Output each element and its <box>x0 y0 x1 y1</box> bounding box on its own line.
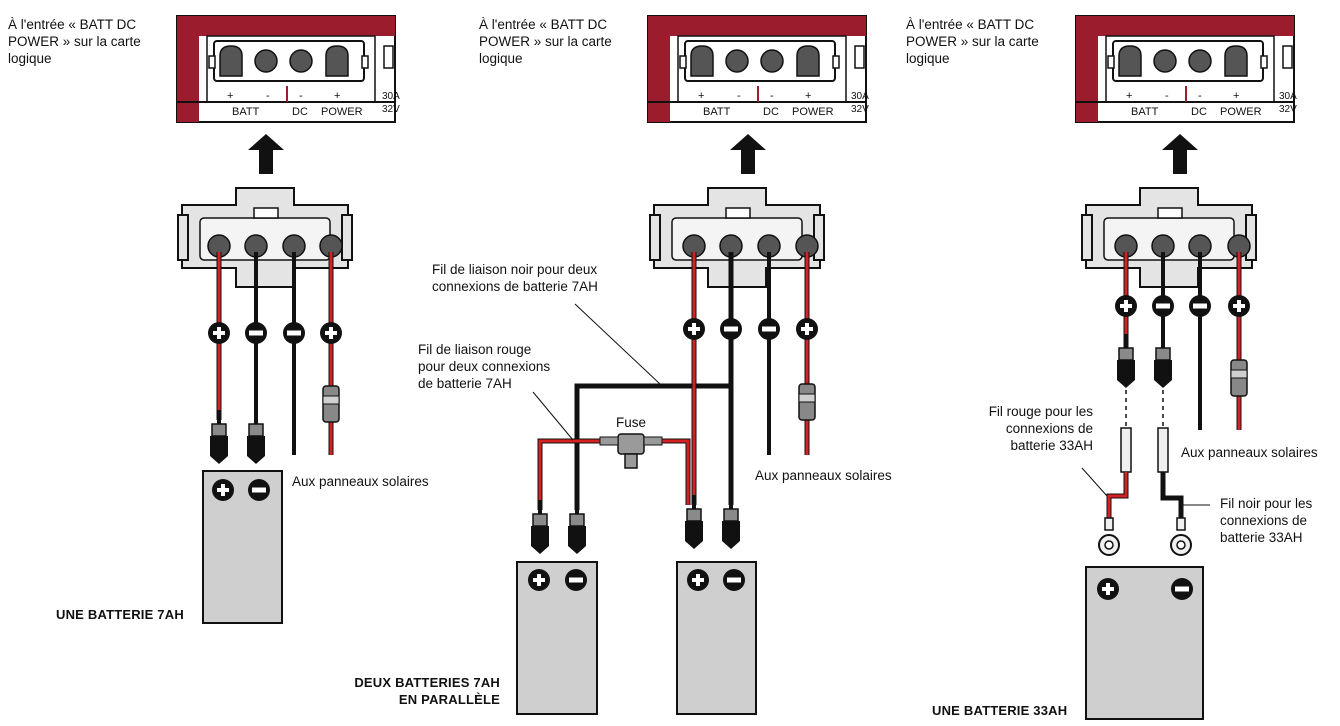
spade-terminal <box>567 499 587 555</box>
board-caption: À l'entrée « BATT DC POWER » sur la cart… <box>8 17 141 66</box>
solar-panels-label: Aux panneaux solaires <box>755 468 892 483</box>
plus-icon <box>683 318 705 340</box>
rating-volts: 32V <box>1279 104 1297 115</box>
panel-one-battery <box>176 15 396 624</box>
plus-icon <box>796 318 818 340</box>
minus-icon <box>758 318 780 340</box>
fuse <box>599 433 663 469</box>
spade-terminal <box>1116 333 1136 389</box>
minus-icon <box>283 322 305 344</box>
power-plus: + <box>1233 90 1239 102</box>
minus-icon <box>1189 295 1211 317</box>
power-label: POWER <box>792 106 834 118</box>
minus-icon <box>720 318 742 340</box>
rating-amps: 30A <box>851 91 869 102</box>
board-labels-3: + - - + BATT DC POWER 30A 32V <box>1126 90 1297 118</box>
plus-icon <box>320 322 342 344</box>
inline-fuse <box>322 385 340 423</box>
plus-icon <box>1115 295 1137 317</box>
rating-amps: 30A <box>1279 91 1297 102</box>
plus-icon <box>208 322 230 344</box>
panel-title: DEUX BATTERIES 7AH EN PARALLÈLE <box>354 675 500 707</box>
panel-two-batteries <box>516 15 867 715</box>
power-plus: + <box>334 90 340 102</box>
minus-icon <box>723 569 745 591</box>
panel-title: UNE BATTERIE 33AH <box>932 703 1068 718</box>
dc-label: DC <box>763 106 779 118</box>
dc-label: DC <box>292 106 308 118</box>
batt-plus: + <box>1126 90 1132 102</box>
panel-one-33ah-battery <box>1075 15 1295 720</box>
spade-terminal <box>246 409 266 465</box>
plus-icon <box>528 569 550 591</box>
spade-terminal <box>1153 333 1173 389</box>
red-wire-label: Fil rouge pour les connexions de batteri… <box>988 404 1093 453</box>
batt-label: BATT <box>703 106 731 118</box>
dc-minus: - <box>299 90 303 102</box>
batt-minus: - <box>266 90 270 102</box>
board-labels-2: + - - + BATT DC POWER 30A 32V <box>698 90 869 118</box>
power-plus: + <box>805 90 811 102</box>
spade-terminal <box>721 494 741 550</box>
power-label: POWER <box>321 106 363 118</box>
power-label: POWER <box>1220 106 1262 118</box>
black-link-wire-label: Fil de liaison noir pour deux connexions… <box>432 262 598 294</box>
rating-volts: 32V <box>851 104 869 115</box>
panel-title: UNE BATTERIE 7AH <box>56 607 184 622</box>
board-caption: À l'entrée « BATT DC POWER » sur la cart… <box>479 17 612 66</box>
minus-icon <box>565 569 587 591</box>
plus-icon <box>1228 295 1250 317</box>
black-wire-label: Fil noir pour les connexions de batterie… <box>1220 496 1313 545</box>
dc-minus: - <box>1198 90 1202 102</box>
minus-icon <box>245 322 267 344</box>
dc-label: DC <box>1191 106 1207 118</box>
solar-panels-label: Aux panneaux solaires <box>292 474 429 489</box>
batt-label: BATT <box>1131 106 1159 118</box>
batt-minus: - <box>1165 90 1169 102</box>
solar-panels-label: Aux panneaux solaires <box>1181 445 1318 460</box>
rating-volts: 32V <box>382 104 400 115</box>
inline-fuse <box>1230 359 1248 397</box>
fuse-label: Fuse <box>616 415 647 430</box>
batt-plus: + <box>227 90 233 102</box>
plus-icon <box>687 569 709 591</box>
rating-amps: 30A <box>382 91 400 102</box>
minus-icon <box>248 479 270 501</box>
ring-terminal <box>1098 534 1120 556</box>
plus-icon <box>212 479 234 501</box>
ring-terminal <box>1170 534 1192 556</box>
up-arrow-icon <box>1162 134 1198 174</box>
up-arrow-icon <box>730 134 766 174</box>
batt-minus: - <box>737 90 741 102</box>
board-labels-1: + - - + BATT DC POWER 30A 32V <box>227 90 400 118</box>
spade-terminal <box>530 499 550 555</box>
batt-plus: + <box>698 90 704 102</box>
dc-minus: - <box>770 90 774 102</box>
minus-icon <box>1152 295 1174 317</box>
plus-icon <box>1097 578 1119 600</box>
batt-label: BATT <box>232 106 260 118</box>
minus-icon <box>1171 578 1193 600</box>
red-link-wire-label: Fil de liaison rouge pour deux connexion… <box>418 342 551 391</box>
inline-fuse <box>798 383 816 421</box>
board-caption: À l'entrée « BATT DC POWER » sur la cart… <box>906 17 1039 66</box>
spade-terminal <box>209 409 229 465</box>
up-arrow-icon <box>248 134 284 174</box>
